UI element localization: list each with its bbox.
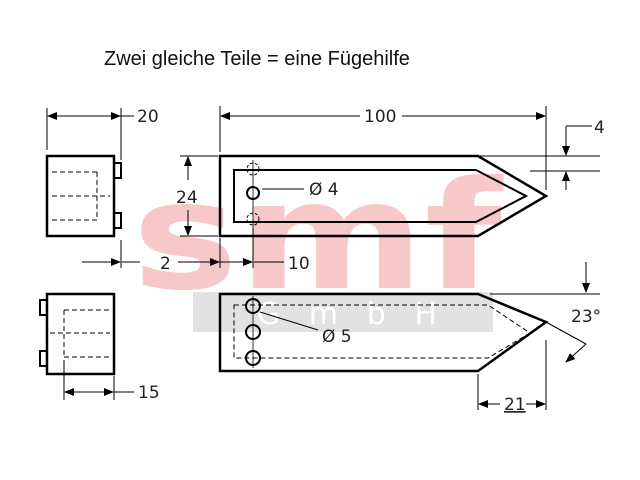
dim-width-15: 15: [138, 383, 160, 403]
dim-hole-5: Ø 5: [322, 327, 352, 347]
dim-offset-4: 4: [594, 118, 605, 138]
dim-width-20: 20: [137, 107, 159, 127]
dim-angle-23: 23°: [571, 307, 601, 327]
drawing-title: Zwei gleiche Teile = eine Fügehilfe: [104, 48, 410, 70]
dim-hole-offset-10: 10: [288, 254, 310, 274]
dim-gap-2: 2: [160, 254, 171, 274]
dim-tip-21: 21: [504, 395, 526, 415]
bottom-part: [218, 262, 600, 410]
top-side-view: [45, 108, 134, 238]
dim-hole-4: Ø 4: [309, 180, 339, 200]
dim-length-100: 100: [364, 107, 396, 127]
watermark-band: [193, 292, 493, 332]
dim-height-24: 24: [176, 188, 198, 208]
top-part: [82, 106, 600, 268]
bottom-side-view: [39, 292, 134, 400]
